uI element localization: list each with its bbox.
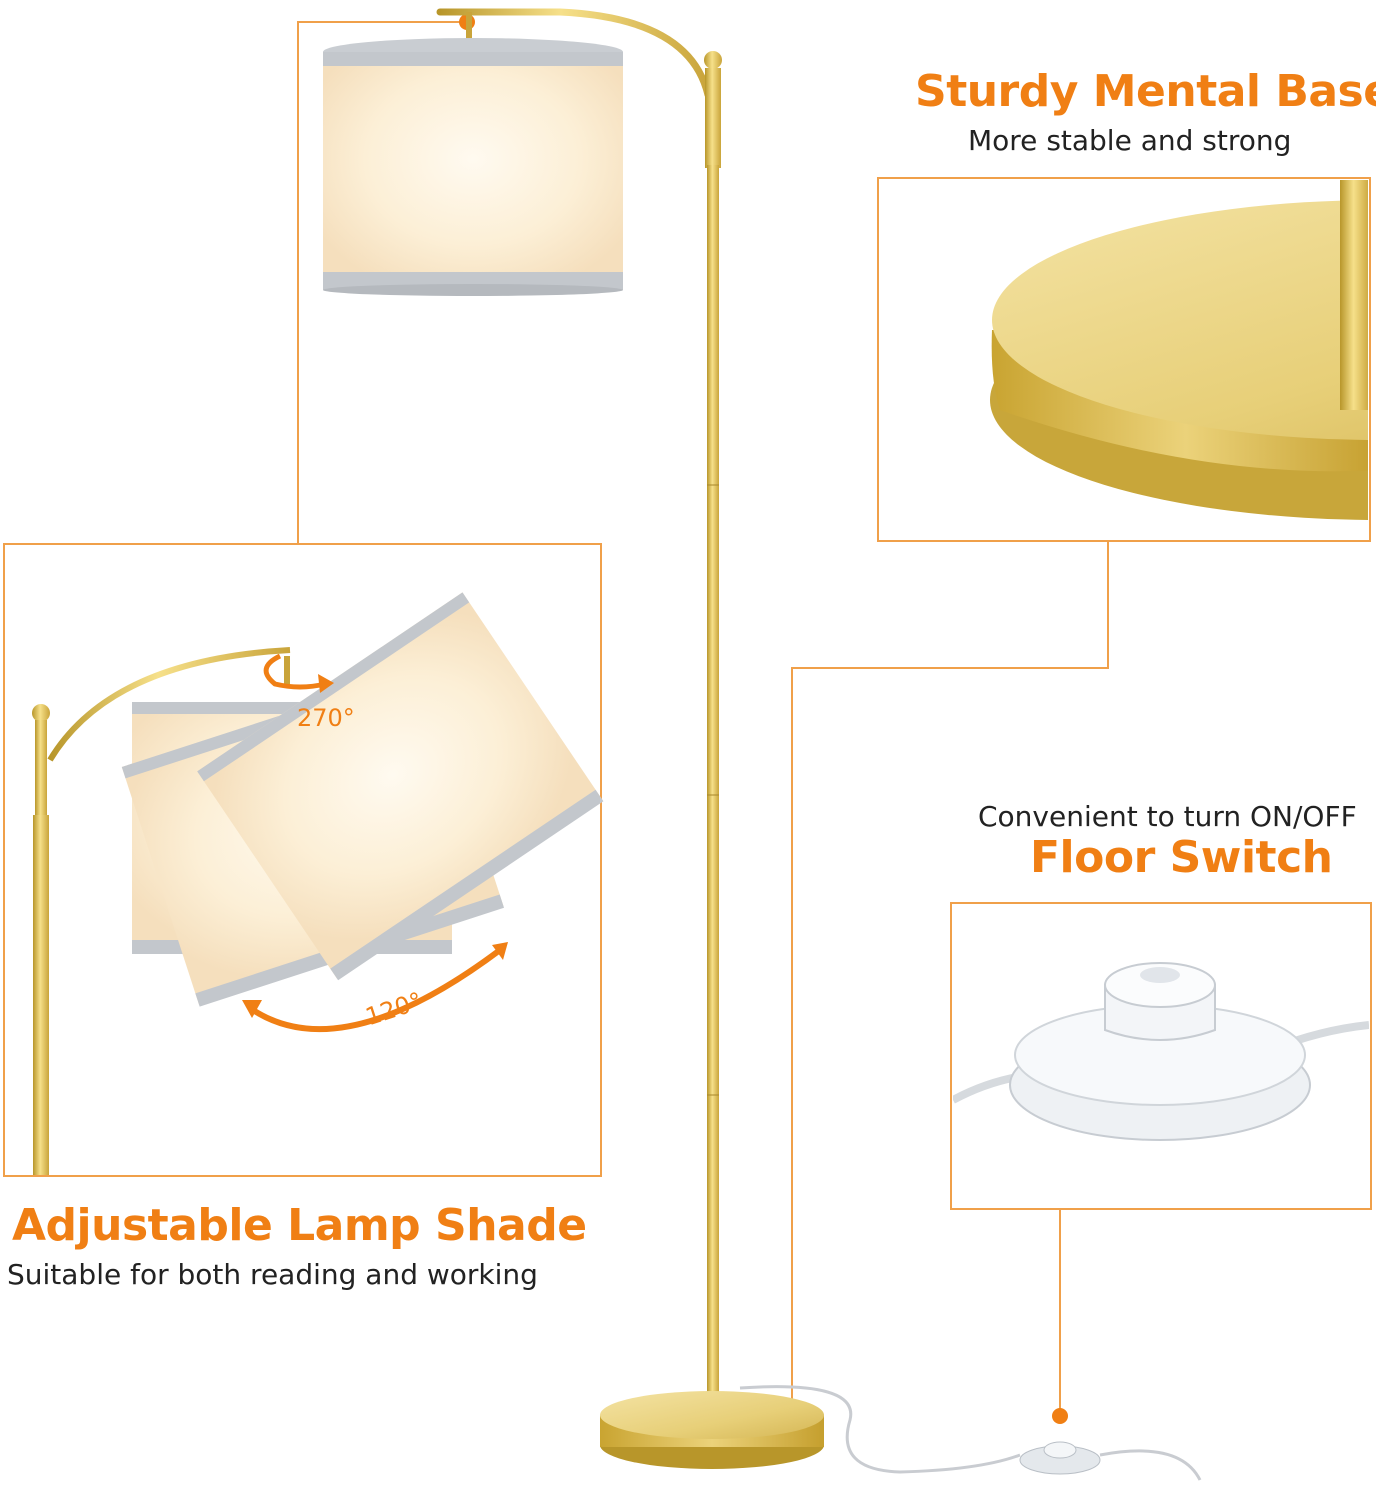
shade-detail-illustration (32, 592, 604, 1175)
shade-detail-frame (3, 543, 602, 1177)
base-detail-frame (877, 177, 1371, 542)
power-cord (739, 1385, 1202, 1481)
base-title: Sturdy Mental Base (915, 66, 1376, 117)
switch-closeup (953, 962, 1369, 1141)
base-subtitle: More stable and strong (968, 124, 1292, 157)
callout-lines (3, 21, 1372, 1416)
rotation-degree-label: 270° (297, 704, 355, 732)
switch-title: Floor Switch (1030, 832, 1333, 883)
floor-switch-small (1019, 1441, 1101, 1475)
shade-subtitle: Suitable for both reading and working (7, 1258, 538, 1291)
base-closeup (990, 180, 1368, 520)
switch-subtitle: Convenient to turn ON/OFF (978, 800, 1357, 833)
switch-detail-frame (950, 902, 1372, 1210)
shade-title: Adjustable Lamp Shade (12, 1200, 587, 1251)
floor-lamp (323, 8, 824, 1469)
